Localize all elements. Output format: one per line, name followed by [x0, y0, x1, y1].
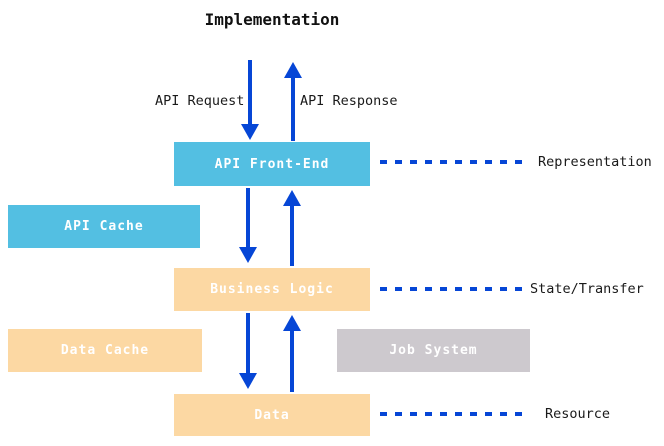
data-cache-box: Data Cache — [8, 329, 202, 372]
state-transfer-dashed-connector — [380, 287, 526, 291]
api-cache-box: API Cache — [8, 205, 200, 248]
api-front-end-box: API Front-End — [174, 142, 370, 186]
job-system-box: Job System — [337, 329, 530, 372]
arrow-down-icon — [246, 313, 250, 374]
data-box: Data — [174, 394, 370, 436]
arrow-down-icon — [248, 60, 252, 125]
representation-dashed-connector — [380, 160, 526, 164]
state-transfer-label: State/Transfer — [530, 281, 644, 297]
representation-label: Representation — [538, 154, 652, 170]
api-request-label: API Request — [155, 93, 245, 109]
arrow-up-icon — [290, 330, 294, 392]
api-response-label: API Response — [300, 93, 398, 109]
diagram-title: Implementation — [204, 10, 340, 29]
arrow-down-icon — [246, 188, 250, 248]
arrow-up-icon — [290, 205, 294, 266]
business-logic-box: Business Logic — [174, 268, 370, 311]
resource-label: Resource — [545, 406, 611, 422]
resource-dashed-connector — [380, 412, 526, 416]
arrow-up-icon — [291, 77, 295, 141]
